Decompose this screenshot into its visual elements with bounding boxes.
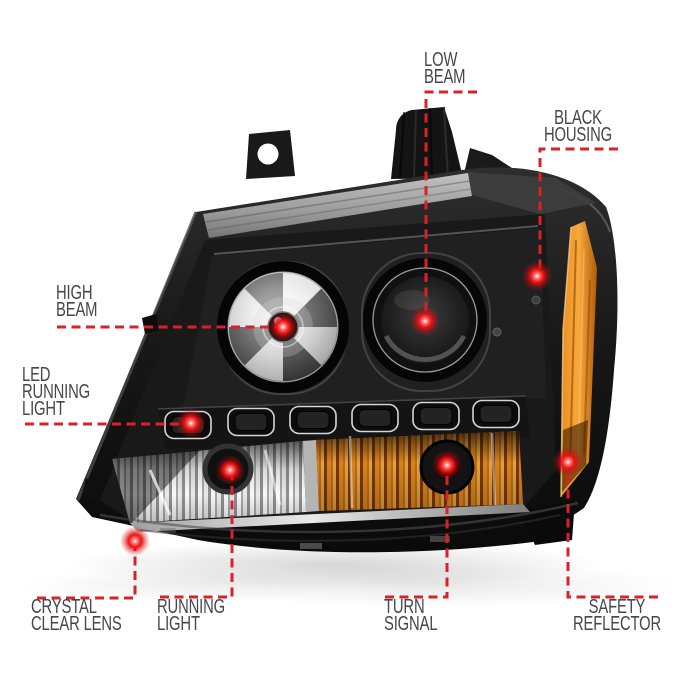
marker-low-beam (410, 306, 440, 336)
callout-line-turn-signal (385, 472, 449, 599)
callout-text-line: CRYSTAL (31, 596, 97, 618)
callout-text-line: SIGNAL (384, 613, 438, 635)
callout-text-line: RUNNING (157, 596, 226, 618)
marker-crystal-clear-lens (120, 526, 150, 556)
callout-lines (25, 90, 658, 600)
led-unit (412, 401, 460, 431)
mounting-bracket-tab (246, 130, 295, 179)
marker-black-housing (522, 261, 552, 291)
callout-text-line: RUNNING (22, 381, 91, 403)
callout-label-low-beam: LOW BEAM (424, 49, 480, 88)
callout-line-low-beam (424, 90, 477, 318)
marker-turn-signal (432, 450, 462, 480)
callout-label-crystal-clear-lens: CRYSTAL CLEAR LENS (31, 596, 154, 635)
callout-label-turn-signal: TURN SIGNAL (384, 596, 456, 635)
top-vent-strip (203, 172, 596, 238)
led-unit (227, 407, 275, 437)
callout-label-led-running-light: LED RUNNING LIGHT (22, 364, 114, 420)
callout-text-line: HOUSING (543, 124, 613, 146)
marker-high-beam (268, 312, 298, 342)
marker-led-running-light (176, 408, 206, 438)
callout-text-line: BEAM (56, 299, 98, 321)
callout-text-line: HIGH (56, 282, 93, 304)
callout-label-running-light: RUNNING LIGHT (157, 596, 249, 635)
callout-text-line: BEAM (424, 66, 466, 88)
marker-running-light (215, 455, 245, 485)
callout-text-line: LOW (424, 49, 458, 71)
marker-safety-reflector (553, 447, 583, 477)
callout-text-line: LIGHT (22, 398, 65, 420)
callout-markers (120, 261, 583, 556)
callout-label-high-beam: HIGH BEAM (56, 282, 112, 321)
led-unit (289, 405, 337, 435)
led-unit (472, 399, 520, 429)
callout-line-safety-reflector (566, 468, 658, 599)
callout-text-line: LIGHT (157, 613, 200, 635)
callout-text-line: LED (22, 364, 51, 386)
callout-text-line: BLACK (554, 107, 602, 129)
callout-text-line: TURN (384, 596, 425, 618)
callout-line-crystal-clear-lens (37, 546, 137, 600)
turn-signal-lens (99, 431, 579, 549)
led-unit (351, 403, 399, 433)
callout-text-line: REFLECTOR (572, 613, 662, 635)
callout-label-black-housing: BLACK HOUSING (508, 107, 648, 146)
callout-text-line: SAFETY (588, 596, 646, 618)
callout-label-safety-reflector: SAFETY REFLECTOR (547, 596, 687, 635)
floor-shadow (20, 541, 680, 607)
callout-line-black-housing (538, 147, 618, 272)
callout-line-running-light (160, 476, 234, 599)
callout-text-line: CLEAR LENS (31, 613, 122, 635)
